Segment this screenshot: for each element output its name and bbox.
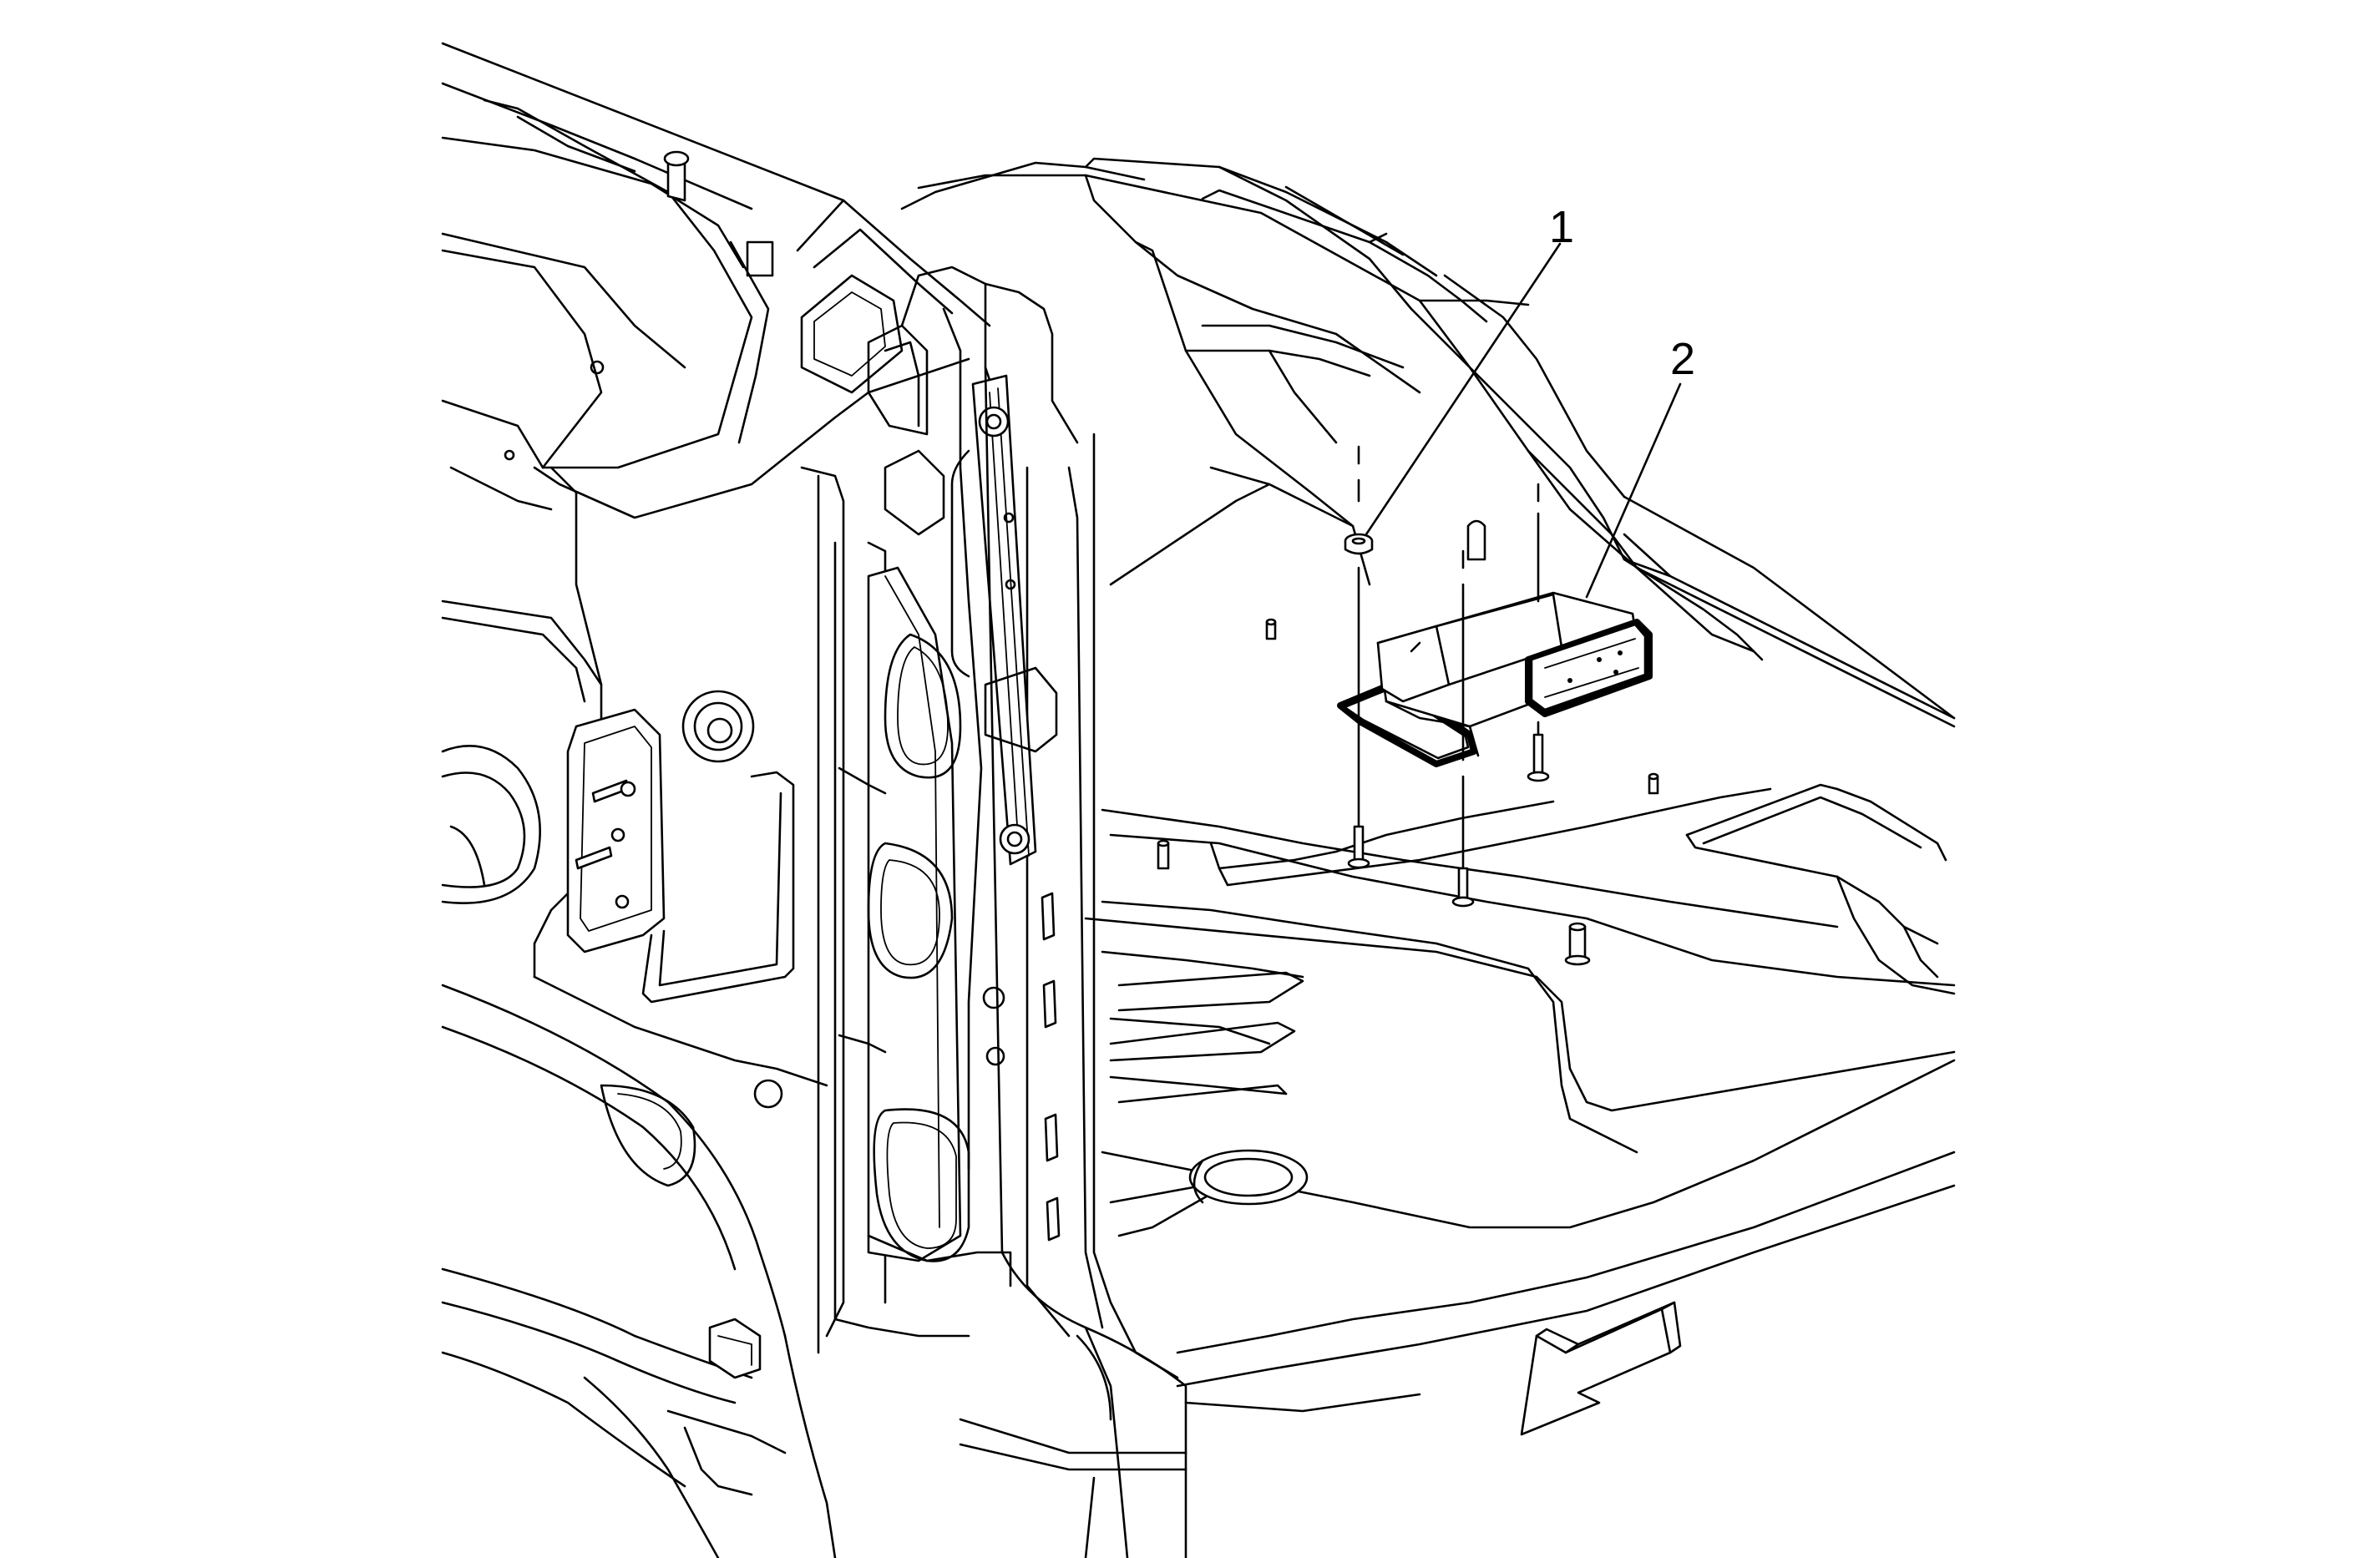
rear-floor <box>900 157 1956 1471</box>
fasteners <box>1344 445 1550 908</box>
rear-pillar-rail <box>900 266 1187 1558</box>
left-inner-panel <box>441 466 837 1558</box>
callout-2-label: 2 <box>1670 334 1695 384</box>
control-module <box>1337 591 1653 767</box>
callout-1: 1 <box>1365 202 1574 536</box>
callout-1-label: 1 <box>1549 202 1574 252</box>
center-pillar <box>800 324 1012 1354</box>
callout-2: 2 <box>1585 334 1695 599</box>
upper-cowl-structure <box>441 42 991 519</box>
front-direction-arrow-icon <box>1520 1301 1682 1436</box>
